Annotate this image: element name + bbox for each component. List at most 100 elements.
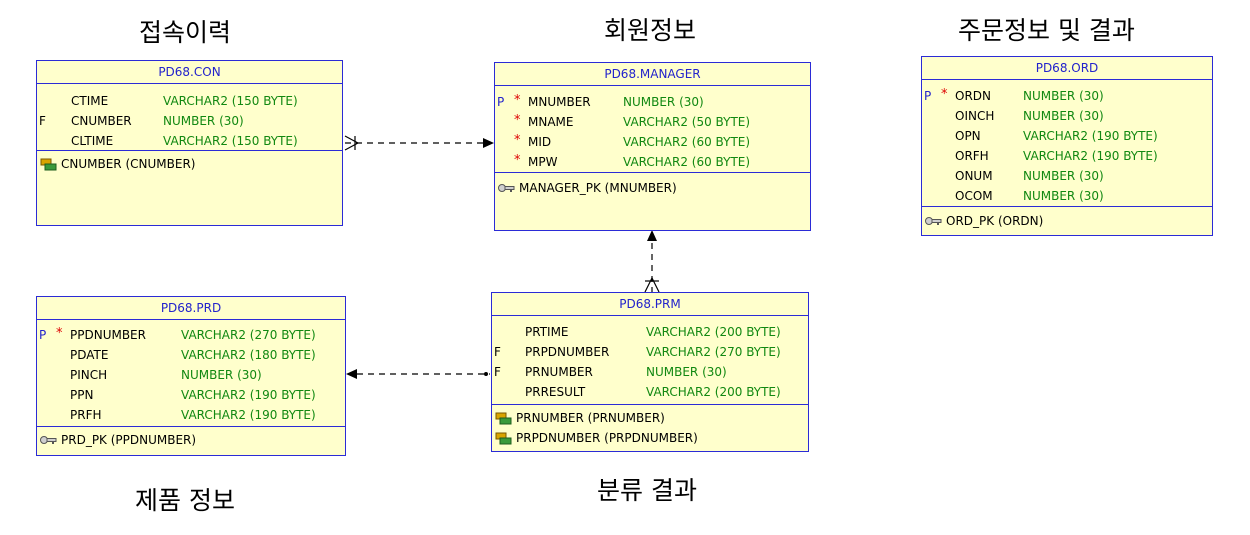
table-ord[interactable]: PD68.ORD P * ORDN NUMBER (30) OINCH NUMB… — [921, 56, 1213, 236]
column-flag: P — [924, 89, 932, 103]
column-type: VARCHAR2 (190 BYTE) — [181, 388, 316, 402]
column-name: ONUM — [955, 169, 993, 183]
table-title: PD68.CON — [37, 61, 342, 84]
column-name: CNUMBER — [71, 114, 132, 128]
column-name: PRRESULT — [525, 385, 586, 399]
mandatory-marker: * — [56, 326, 63, 341]
table-prm[interactable]: PD68.PRM PRTIME VARCHAR2 (200 BYTE) F PR… — [491, 292, 809, 452]
key-text: CNUMBER (CNUMBER) — [61, 157, 196, 171]
column-row[interactable]: PINCH NUMBER (30) — [37, 365, 345, 385]
key-row[interactable]: PRPDNUMBER (PRPDNUMBER) — [492, 428, 808, 448]
column-name: MNAME — [528, 115, 574, 129]
key-row[interactable]: PRD_PK (PPDNUMBER) — [37, 430, 345, 450]
column-row[interactable]: CTIME VARCHAR2 (150 BYTE) — [37, 91, 342, 111]
column-name: MID — [528, 135, 552, 149]
caption-manager: 회원정보 — [604, 16, 697, 45]
key-text: MANAGER_PK (MNUMBER) — [519, 181, 677, 195]
caption-prm: 분류 결과 — [597, 476, 697, 505]
column-row[interactable]: PRTIME VARCHAR2 (200 BYTE) — [492, 322, 808, 342]
column-name: PPDNUMBER — [70, 328, 146, 342]
column-flag: F — [494, 365, 501, 379]
column-flag: P — [39, 328, 47, 342]
column-row[interactable]: PPN VARCHAR2 (190 BYTE) — [37, 385, 345, 405]
table-prd[interactable]: PD68.PRD P * PPDNUMBER VARCHAR2 (270 BYT… — [36, 296, 346, 456]
primary-key-icon — [925, 217, 942, 225]
mandatory-marker: * — [514, 113, 521, 128]
table-title: PD68.MANAGER — [495, 63, 810, 86]
column-name: ORFH — [955, 149, 989, 163]
table-con[interactable]: PD68.CON CTIME VARCHAR2 (150 BYTE) F CNU… — [36, 60, 343, 226]
column-row[interactable]: OINCH NUMBER (30) — [922, 106, 1212, 126]
column-name: ORDN — [955, 89, 991, 103]
column-type: VARCHAR2 (190 BYTE) — [1023, 149, 1158, 163]
key-text: ORD_PK (ORDN) — [946, 214, 1044, 228]
foreign-key-icon — [495, 432, 512, 445]
column-name: PDATE — [70, 348, 109, 362]
column-flag: F — [39, 114, 46, 128]
key-row[interactable]: CNUMBER (CNUMBER) — [37, 154, 342, 174]
column-flag: P — [497, 95, 505, 109]
column-row[interactable]: CLTIME VARCHAR2 (150 BYTE) — [37, 131, 342, 151]
table-title: PD68.ORD — [922, 57, 1212, 80]
column-name: MPW — [528, 155, 558, 169]
column-type: NUMBER (30) — [1023, 89, 1104, 103]
column-name: MNUMBER — [528, 95, 591, 109]
key-text: PRD_PK (PPDNUMBER) — [61, 433, 197, 447]
column-type: NUMBER (30) — [1023, 109, 1104, 123]
column-type: NUMBER (30) — [181, 368, 262, 382]
key-text: PRPDNUMBER (PRPDNUMBER) — [516, 431, 698, 445]
column-row[interactable]: P * PPDNUMBER VARCHAR2 (270 BYTE) — [37, 325, 345, 345]
mandatory-marker: * — [514, 133, 521, 148]
arrowhead-icon — [483, 138, 494, 148]
column-row[interactable]: * MPW VARCHAR2 (60 BYTE) — [495, 152, 810, 172]
column-row[interactable]: * MID VARCHAR2 (60 BYTE) — [495, 132, 810, 152]
column-name: OPN — [955, 129, 981, 143]
column-row[interactable]: OCOM NUMBER (30) — [922, 186, 1212, 206]
column-list: P * ORDN NUMBER (30) OINCH NUMBER (30) O… — [922, 80, 1212, 207]
column-row[interactable]: ONUM NUMBER (30) — [922, 166, 1212, 186]
foreign-key-icon — [40, 158, 57, 171]
arrowhead-icon — [647, 230, 657, 241]
column-type: VARCHAR2 (50 BYTE) — [623, 115, 751, 129]
column-name: PRPDNUMBER — [525, 345, 610, 359]
column-type: VARCHAR2 (150 BYTE) — [163, 134, 298, 148]
table-title: PD68.PRM — [492, 293, 808, 316]
column-name: PINCH — [70, 368, 108, 382]
column-row[interactable]: OPN VARCHAR2 (190 BYTE) — [922, 126, 1212, 146]
table-title: PD68.PRD — [37, 297, 345, 320]
caption-ord: 주문정보 및 결과 — [958, 16, 1135, 45]
column-row[interactable]: ORFH VARCHAR2 (190 BYTE) — [922, 146, 1212, 166]
column-type: VARCHAR2 (180 BYTE) — [181, 348, 316, 362]
column-name: CLTIME — [71, 134, 114, 148]
relation-con-manager[interactable] — [344, 135, 494, 151]
column-row[interactable]: PRFH VARCHAR2 (190 BYTE) — [37, 405, 345, 425]
column-type: NUMBER (30) — [1023, 189, 1104, 203]
column-row[interactable]: F CNUMBER NUMBER (30) — [37, 111, 342, 131]
column-row[interactable]: F PRPDNUMBER VARCHAR2 (270 BYTE) — [492, 342, 808, 362]
column-name: OINCH — [955, 109, 995, 123]
column-type: VARCHAR2 (60 BYTE) — [623, 135, 751, 149]
column-type: NUMBER (30) — [646, 365, 727, 379]
column-row[interactable]: PRRESULT VARCHAR2 (200 BYTE) — [492, 382, 808, 402]
foreign-key-icon — [495, 412, 512, 425]
column-flag: F — [494, 345, 501, 359]
key-row[interactable]: ORD_PK (ORDN) — [922, 211, 1212, 231]
column-row[interactable]: P * MNUMBER NUMBER (30) — [495, 92, 810, 112]
column-row[interactable]: PDATE VARCHAR2 (180 BYTE) — [37, 345, 345, 365]
relation-prm-manager[interactable] — [644, 230, 660, 293]
column-name: OCOM — [955, 189, 993, 203]
caption-con: 접속이력 — [139, 18, 232, 47]
table-manager[interactable]: PD68.MANAGER P * MNUMBER NUMBER (30) * M… — [494, 62, 811, 231]
key-row[interactable]: PRNUMBER (PRNUMBER) — [492, 408, 808, 428]
arrowhead-icon — [346, 369, 357, 379]
column-row[interactable]: F PRNUMBER NUMBER (30) — [492, 362, 808, 382]
key-row[interactable]: MANAGER_PK (MNUMBER) — [495, 178, 810, 198]
relation-prm-prd[interactable] — [346, 369, 490, 379]
column-type: VARCHAR2 (190 BYTE) — [1023, 129, 1158, 143]
column-type: VARCHAR2 (190 BYTE) — [181, 408, 316, 422]
column-list: CTIME VARCHAR2 (150 BYTE) F CNUMBER NUMB… — [37, 84, 342, 151]
column-row[interactable]: P * ORDN NUMBER (30) — [922, 86, 1212, 106]
column-row[interactable]: * MNAME VARCHAR2 (50 BYTE) — [495, 112, 810, 132]
column-name: PRNUMBER — [525, 365, 593, 379]
